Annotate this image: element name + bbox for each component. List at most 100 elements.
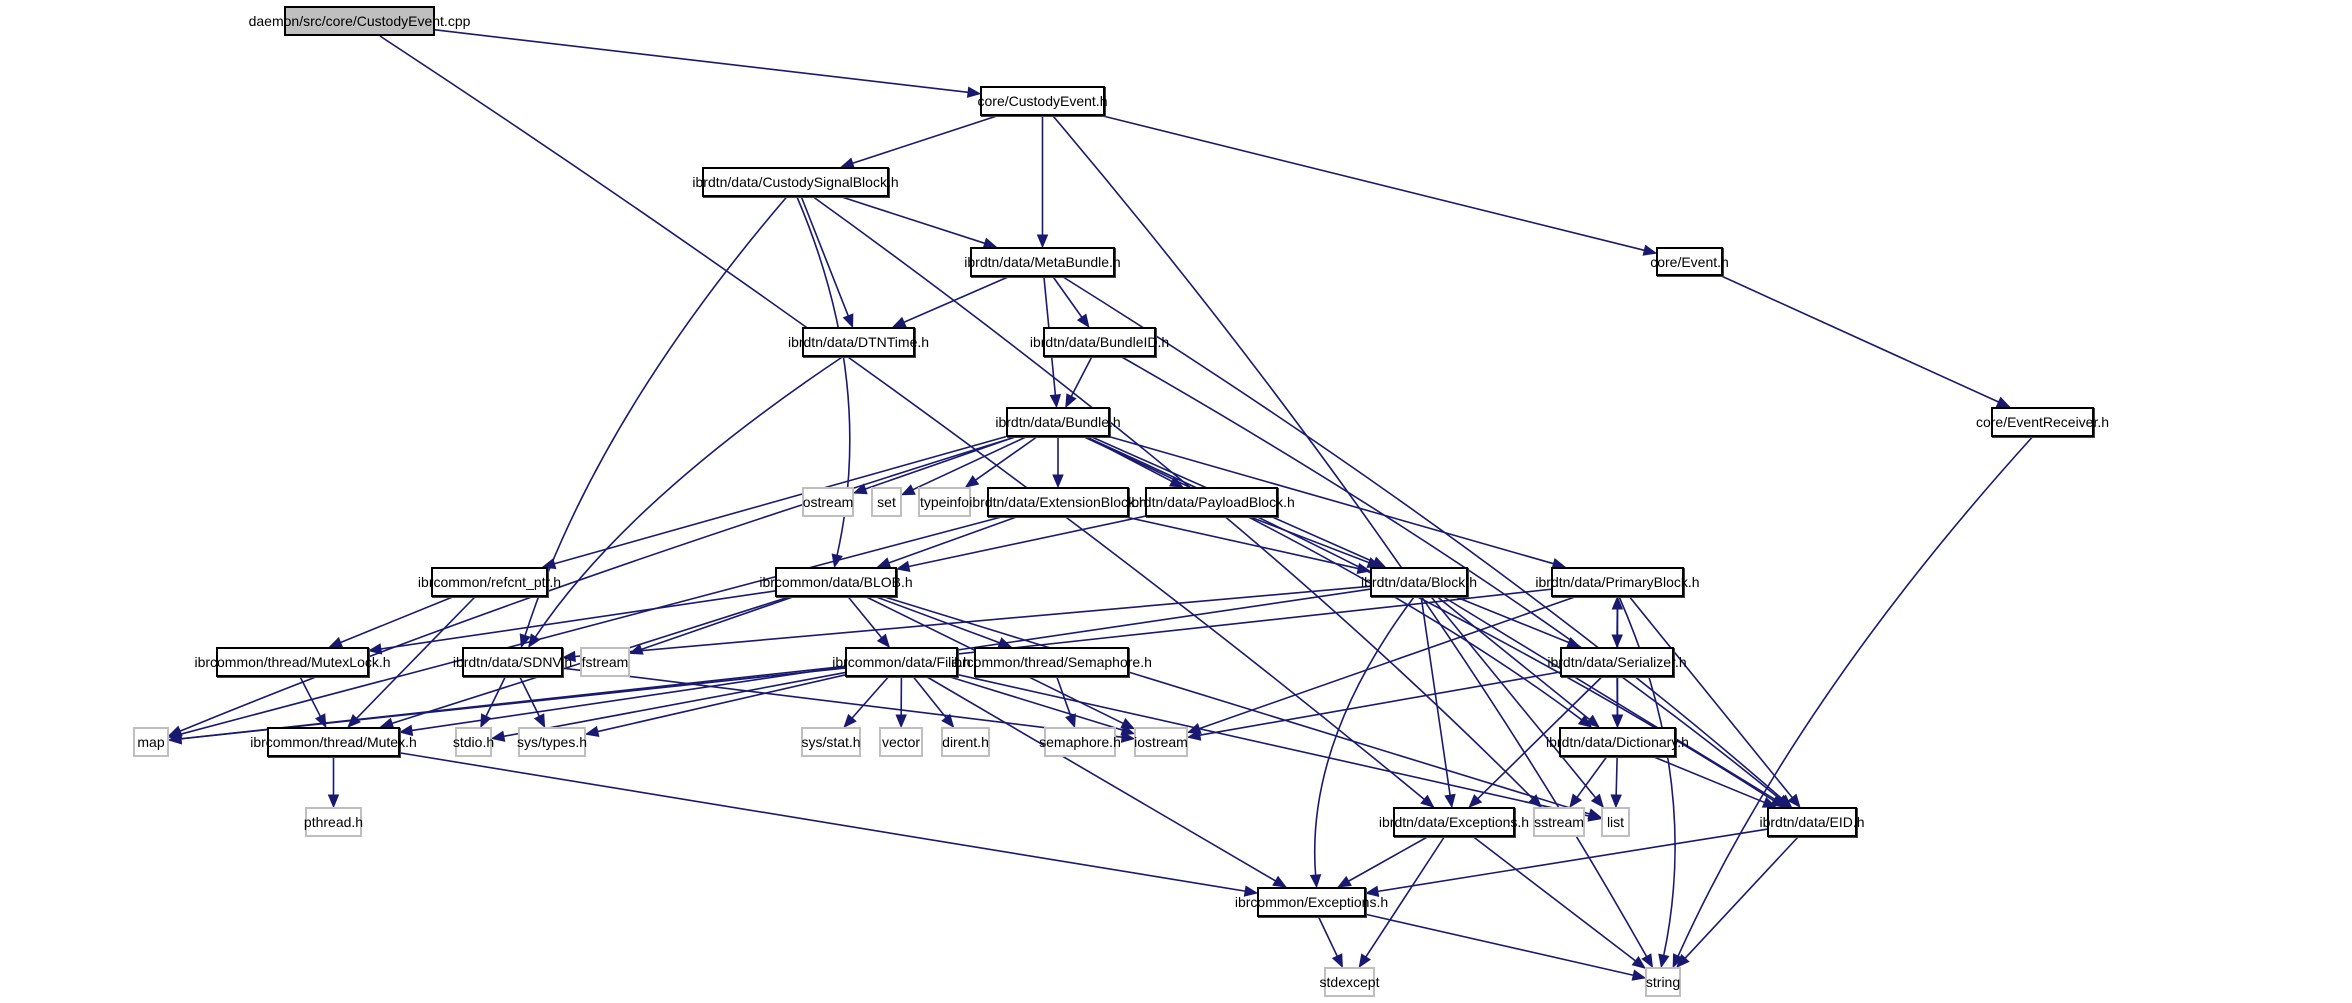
arrowhead-icon bbox=[842, 313, 854, 329]
arrowhead-icon bbox=[1631, 969, 1647, 981]
edge-primary-to-string bbox=[1618, 596, 1676, 956]
edge-dtnexc-to-string bbox=[1473, 836, 1636, 962]
node-blob[interactable]: ibrcommon/data/BLOB.h bbox=[759, 567, 913, 597]
node-extblock[interactable]: ibrdtn/data/ExtensionBlock.h bbox=[969, 487, 1147, 517]
arrowhead-icon bbox=[1587, 810, 1603, 822]
edge-dtnexc-to-comexc bbox=[1348, 836, 1428, 882]
node-bundle[interactable]: ibrdtn/data/Bundle.h bbox=[995, 407, 1121, 437]
arrowhead-icon bbox=[1364, 885, 1380, 897]
node-meta[interactable]: ibrdtn/data/MetaBundle.h bbox=[964, 247, 1121, 277]
edge-refcnt-to-mutexlock bbox=[340, 596, 453, 644]
edge-ceh-to-csb bbox=[852, 115, 998, 165]
edge-meta-to-eid bbox=[1062, 276, 1783, 800]
node-evrecv[interactable]: core/EventReceiver.h bbox=[1976, 407, 2109, 437]
edge-eid-to-comexc bbox=[1377, 828, 1768, 893]
arrowhead-icon bbox=[1611, 714, 1624, 729]
arrowhead-icon bbox=[1309, 874, 1322, 889]
edge-dictionary-to-eid bbox=[1653, 756, 1765, 804]
edge-meta-to-dtntime bbox=[903, 276, 1009, 323]
arrowhead-icon bbox=[895, 714, 907, 729]
edge-comexc-to-stdexcept bbox=[1317, 916, 1338, 957]
node-list: list bbox=[1601, 807, 1630, 837]
node-event[interactable]: core/Event.h bbox=[1650, 247, 1729, 276]
arrowhead-icon bbox=[1590, 793, 1605, 809]
node-mutex[interactable]: ibrcommon/thread/Mutex.h bbox=[250, 727, 417, 757]
arrowhead-icon bbox=[1036, 234, 1049, 249]
arrowhead-icon bbox=[1337, 875, 1352, 888]
node-root[interactable]: daemon/src/core/CustodyEvent.cpp bbox=[249, 6, 470, 36]
arrowhead-icon bbox=[966, 86, 982, 98]
arrowhead-icon bbox=[1065, 393, 1077, 409]
arrowhead-icon bbox=[1569, 793, 1582, 809]
arrowhead-icon bbox=[561, 650, 576, 663]
edge-block-to-dtnexc bbox=[1420, 596, 1451, 796]
edge-bundle-to-set bbox=[912, 436, 1027, 491]
edge-file-to-systypes bbox=[597, 674, 846, 733]
node-file[interactable]: ibrcommon/data/File.h bbox=[832, 647, 971, 677]
node-pthread: pthread.h bbox=[304, 807, 363, 837]
edge-serializer-to-iostream bbox=[1199, 671, 1561, 736]
edge-primary-to-eid bbox=[1629, 596, 1793, 799]
node-primary[interactable]: ibrdtn/data/PrimaryBlock.h bbox=[1535, 567, 1700, 597]
edge-bid-to-bundle bbox=[1070, 356, 1093, 397]
edge-dictionary-to-list bbox=[1615, 756, 1618, 796]
arrowhead-icon bbox=[1787, 793, 1801, 809]
arrowhead-icon bbox=[1658, 953, 1670, 969]
node-eid[interactable]: ibrdtn/data/EID.h bbox=[1759, 807, 1865, 837]
arrowhead-icon bbox=[1243, 885, 1259, 897]
node-ceh[interactable]: core/CustodyEvent.h bbox=[978, 86, 1107, 116]
arrowhead-icon bbox=[480, 713, 492, 729]
arrowhead-icon bbox=[852, 483, 868, 495]
arrowhead-icon bbox=[891, 316, 907, 328]
node-sstream: sstream bbox=[1533, 807, 1585, 837]
edge-sdnv-to-stdio bbox=[485, 676, 506, 717]
arrowhead-icon bbox=[1065, 713, 1076, 729]
edge-comexc-to-string bbox=[1365, 913, 1634, 977]
edge-extblock-to-block bbox=[1125, 516, 1359, 570]
node-mutexlock[interactable]: ibrcommon/thread/MutexLock.h bbox=[194, 647, 391, 677]
arrowhead-icon bbox=[1049, 394, 1062, 409]
node-systypes: sys/types.h bbox=[517, 727, 587, 757]
edge-block-to-eid bbox=[1443, 596, 1778, 802]
node-dirent: dirent.h bbox=[941, 727, 990, 757]
node-block[interactable]: ibrdtn/data/Block.h bbox=[1361, 567, 1477, 597]
node-stdexcept: stdexcept bbox=[1320, 967, 1379, 997]
edge-bundle-to-primary bbox=[1109, 436, 1554, 565]
edge-file-to-comexc bbox=[926, 676, 1276, 882]
edge-bundle-to-refcnt bbox=[554, 435, 1007, 565]
edge-blob-to-mutexlock bbox=[380, 590, 776, 650]
node-serializer[interactable]: ibrdtn/data/Serializer.h bbox=[1547, 647, 1687, 677]
edge-dtntime-to-sdnv bbox=[534, 356, 843, 638]
edge-extblock-to-map bbox=[180, 516, 1002, 735]
edge-dictionary-to-sstream bbox=[1576, 756, 1608, 798]
node-dtntime[interactable]: ibrdtn/data/DTNTime.h bbox=[788, 327, 929, 357]
edge-blob-to-file bbox=[847, 596, 883, 639]
arrowhead-icon bbox=[1995, 396, 2011, 408]
arrowhead-icon bbox=[1420, 794, 1435, 808]
arrowhead-icon bbox=[398, 724, 414, 737]
arrowhead-icon bbox=[1631, 956, 1647, 970]
arrowhead-icon bbox=[367, 643, 383, 655]
node-semaphore[interactable]: ibrcommon/thread/Semaphore.h bbox=[951, 647, 1152, 677]
node-payload[interactable]: ibrdtn/data/PayloadBlock.h bbox=[1128, 487, 1295, 517]
edge-blob-to-list bbox=[884, 596, 1590, 815]
node-comexc[interactable]: ibrcommon/Exceptions.h bbox=[1235, 887, 1388, 917]
edge-file-to-list bbox=[957, 673, 1590, 817]
node-refcnt[interactable]: ibrcommon/refcnt_ptr.h bbox=[418, 567, 561, 597]
edge-block-to-serializer bbox=[1455, 596, 1570, 644]
node-sdnv[interactable]: ibrdtn/data/SDNV.h bbox=[453, 647, 572, 677]
edge-bundle-to-dictionary bbox=[1083, 436, 1583, 721]
node-dtnexc[interactable]: ibrdtn/data/Exceptions.h bbox=[1379, 807, 1529, 837]
edge-primary-to-iostream bbox=[1199, 596, 1575, 730]
arrowhead-icon bbox=[1641, 953, 1654, 969]
arrowhead-icon bbox=[327, 794, 340, 809]
edge-payload-to-blob bbox=[908, 515, 1146, 568]
node-csb[interactable]: ibrdtn/data/CustodySignalBlock.h bbox=[692, 167, 899, 197]
node-bid[interactable]: ibrdtn/data/BundleID.h bbox=[1030, 327, 1169, 357]
arrowhead-icon bbox=[1444, 793, 1456, 809]
edge-ceh-to-event bbox=[1102, 115, 1645, 252]
arrowhead-icon bbox=[1611, 595, 1624, 610]
node-dictionary[interactable]: ibrdtn/data/Dictionary.h bbox=[1546, 727, 1689, 757]
node-sysstat: sys/stat.h bbox=[801, 727, 861, 757]
arrowhead-icon bbox=[541, 558, 557, 570]
